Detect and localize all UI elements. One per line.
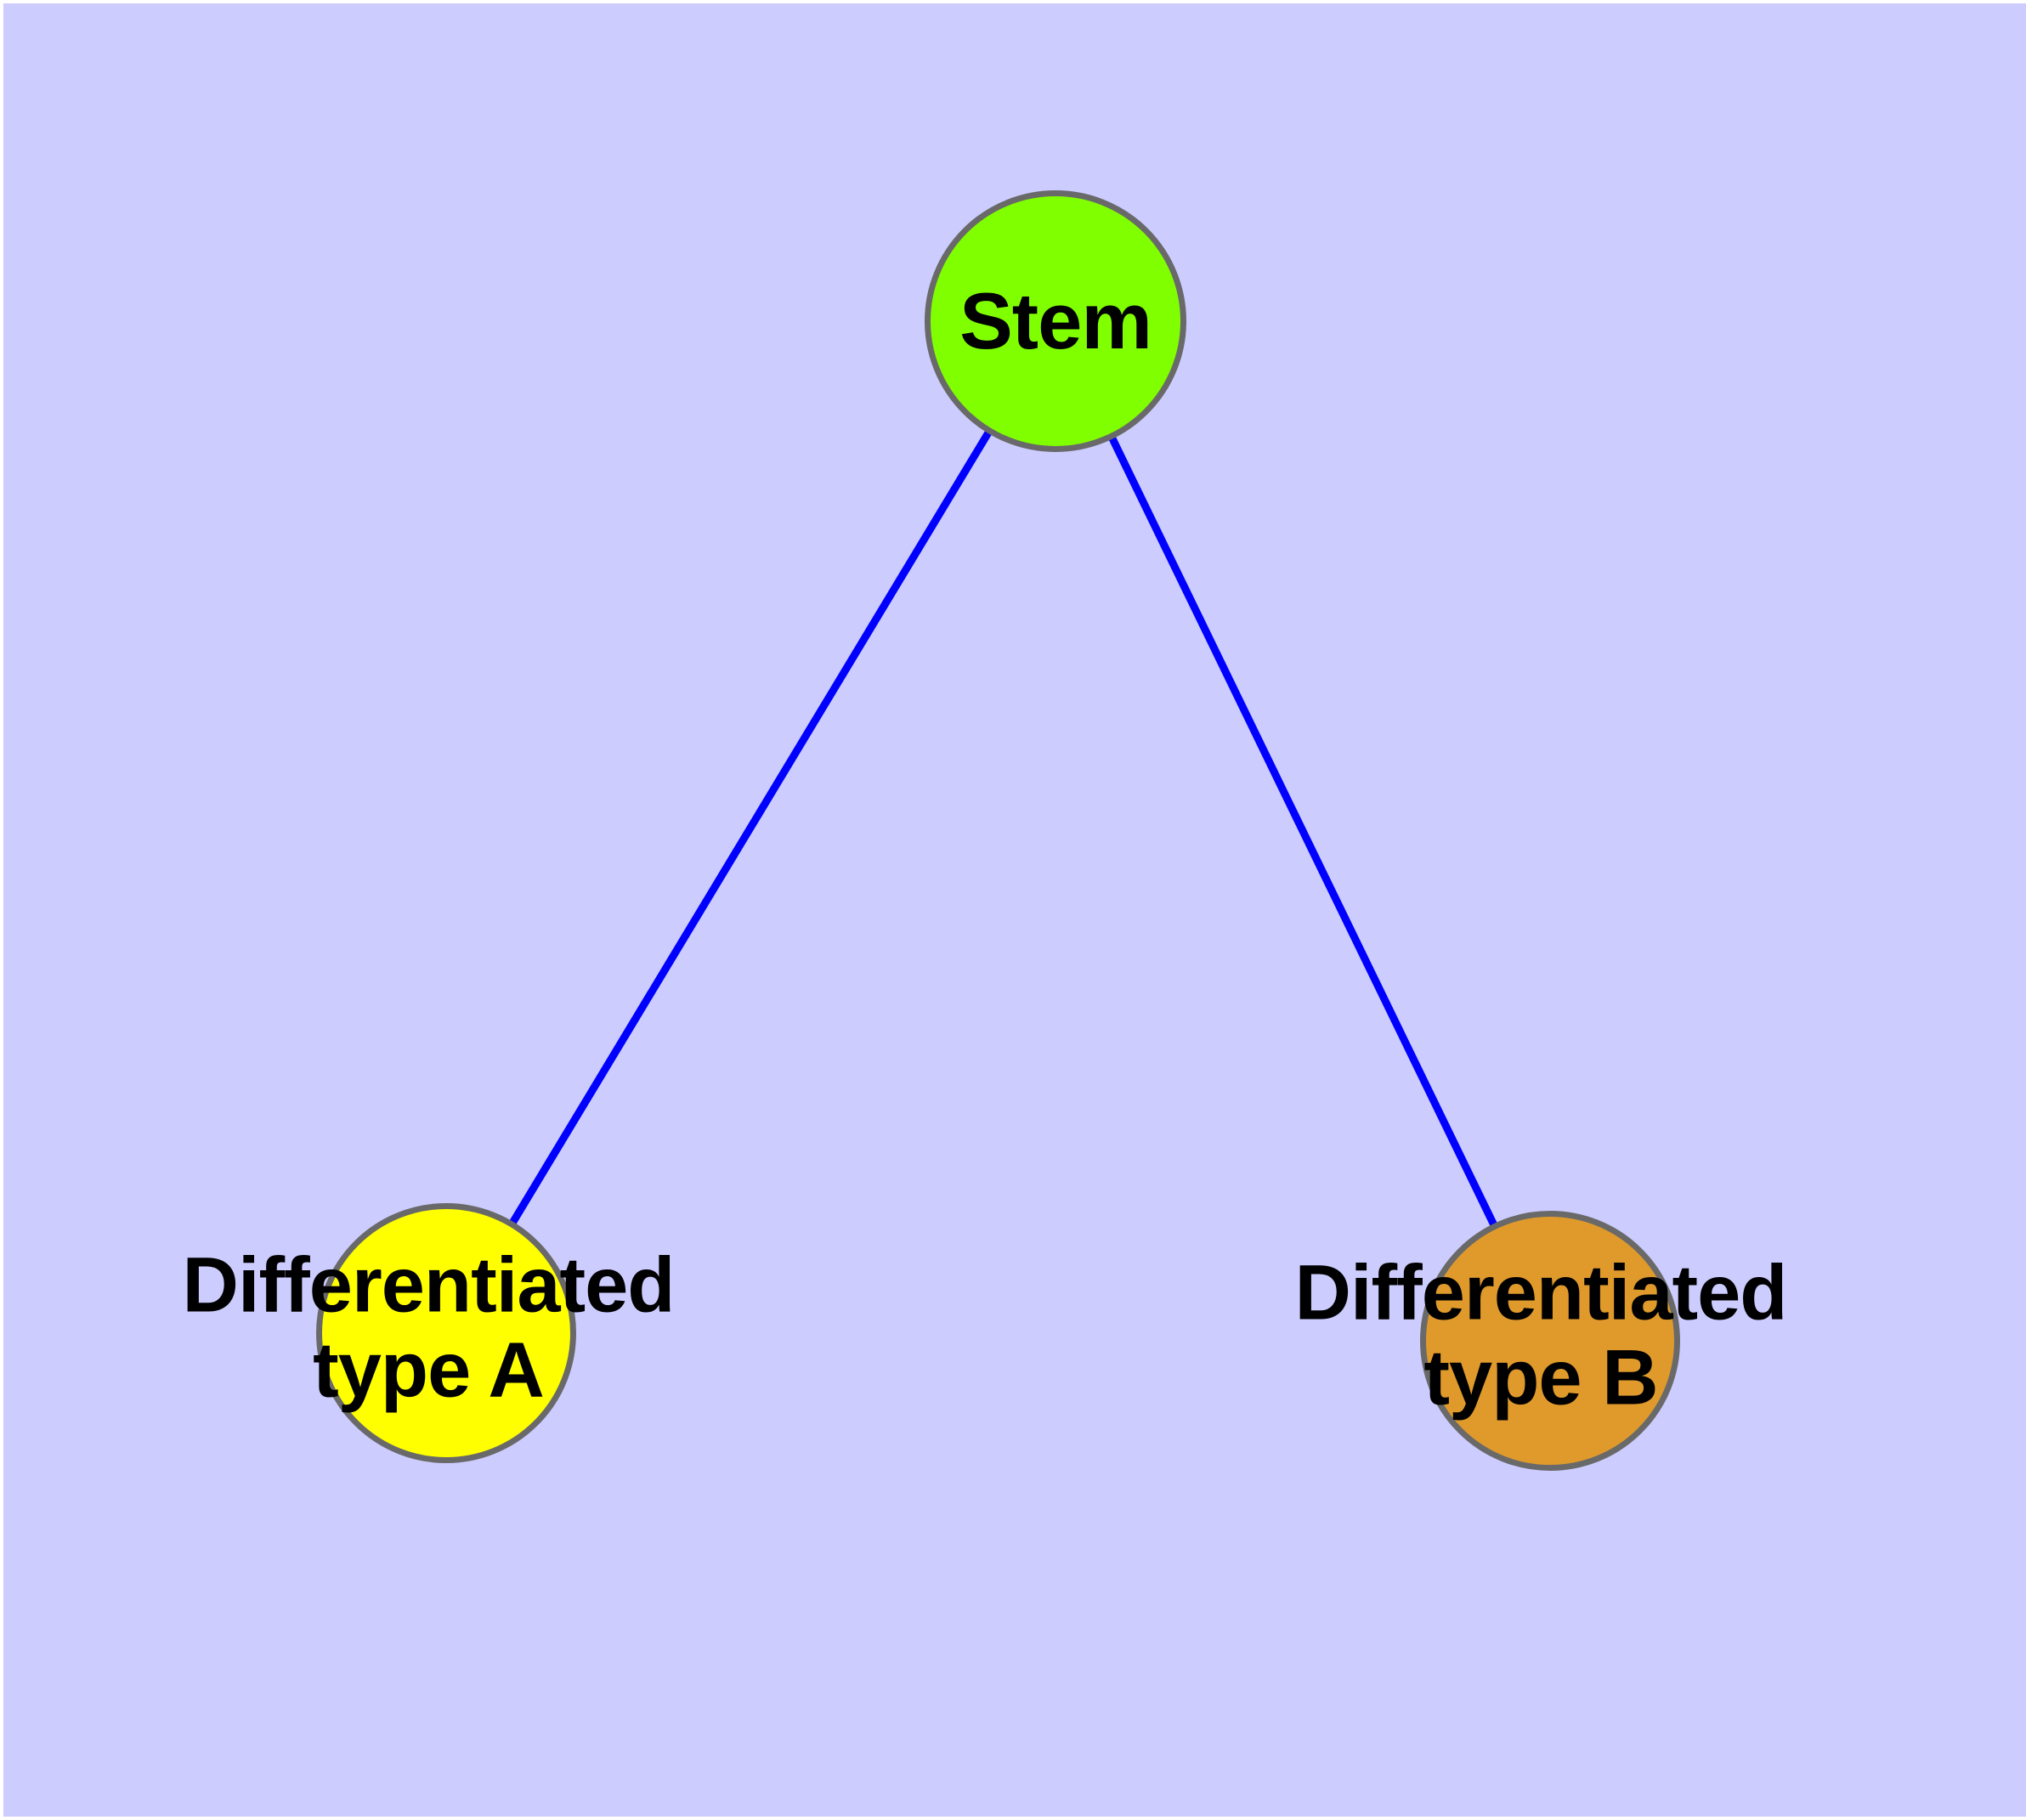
edge-stem-to-diff-a[interactable] xyxy=(443,319,1059,1336)
edge-stem-to-diff-b[interactable] xyxy=(1051,319,1554,1342)
node-stem-label: Stem xyxy=(959,276,1152,366)
node-differentiated-type-a[interactable]: Differentiated type A xyxy=(183,1203,675,1463)
node-differentiated-type-b[interactable]: Differentiated type B xyxy=(1295,1211,1787,1471)
node-stem[interactable]: Stem xyxy=(925,190,1186,452)
edge-layer xyxy=(443,319,1554,1342)
